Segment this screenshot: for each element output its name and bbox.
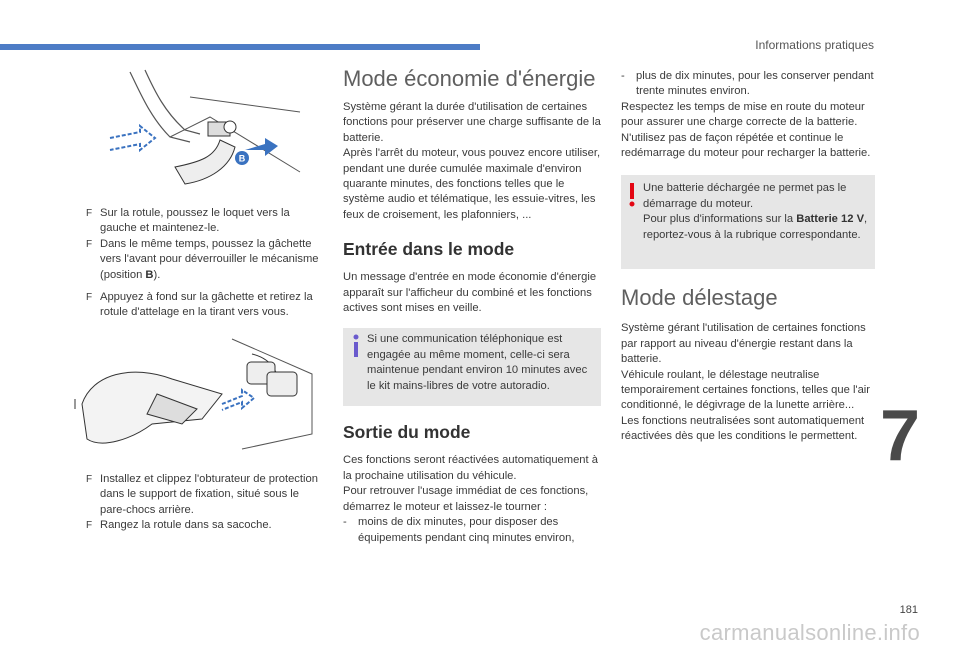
- list-item: F Sur la rotule, poussez le loquet vers …: [86, 207, 290, 235]
- paragraph: Système gérant l'utilisation de certaine…: [621, 322, 866, 366]
- towbar-release-figure: B: [109, 69, 301, 185]
- middle-column: Mode économie d'énergie Système gérant l…: [343, 66, 601, 546]
- bullet-icon: F: [86, 292, 93, 303]
- info-box: Si une communication téléphonique est en…: [343, 328, 601, 407]
- section-heading: Mode délestage: [621, 285, 778, 311]
- header-bar: [0, 44, 480, 50]
- list-item: F Appuyez à fond sur la gâchette et reti…: [86, 291, 313, 319]
- paragraph: Après l'arrêt du moteur, vous pouvez enc…: [343, 147, 601, 221]
- bullet-icon: F: [86, 474, 93, 485]
- section-heading: Mode économie d'énergie: [343, 66, 596, 91]
- cover-installation-figure: [74, 338, 313, 450]
- paragraph: Ces fonctions seront réactivées automati…: [343, 454, 598, 482]
- warning-box: Une batterie déchargée ne permet pas le …: [621, 175, 875, 270]
- position-b-label: B: [239, 154, 246, 164]
- instruction-list-3: F Installez et clippez l'obturateur de p…: [86, 472, 326, 534]
- subsection-heading: Entrée dans le mode: [343, 239, 515, 260]
- instruction-list-2: F Appuyez à fond sur la gâchette et reti…: [86, 290, 326, 321]
- watermark: carmanualsonline.info: [699, 620, 920, 645]
- section-title: Informations pratiques: [755, 38, 874, 52]
- paragraph: Respectez les temps de mise en route du …: [621, 100, 865, 129]
- list-item: F Dans le même temps, poussez la gâchett…: [86, 237, 319, 281]
- warning-icon: [629, 183, 635, 207]
- paragraph: Les fonctions neutralisées sont automati…: [621, 414, 865, 443]
- list-item: F Installez et clippez l'obturateur de p…: [86, 473, 318, 516]
- position-b-badge: [235, 151, 249, 165]
- paragraph: Système gérant la durée d'utilisation de…: [343, 101, 601, 144]
- instruction-list-1: F Sur la rotule, poussez le loquet vers …: [86, 206, 326, 283]
- list-item: F Rangez la rotule dans sa sacoche.: [86, 518, 326, 533]
- chapter-number: 7: [879, 396, 920, 476]
- page-number: 181: [899, 604, 918, 616]
- list-item: -plus de dix minutes, pour les conserver…: [621, 70, 874, 98]
- bullet-icon: F: [86, 520, 93, 532]
- bullet-icon: F: [86, 238, 93, 250]
- info-icon: [353, 334, 359, 358]
- list-item: -moins de dix minutes, pour disposer des…: [343, 516, 575, 544]
- paragraph: Véhicule roulant, le délestage neutralis…: [621, 368, 871, 412]
- right-column: -plus de dix minutes, pour les conserver…: [621, 69, 875, 445]
- paragraph: Pour retrouver l'usage immédiat de ces f…: [343, 485, 589, 513]
- paragraph: Un message d'entrée en mode économie d'é…: [343, 271, 597, 315]
- paragraph: N'utilisez pas de façon répétée et conti…: [621, 131, 871, 160]
- bullet-icon: F: [86, 208, 93, 219]
- subsection-heading: Sortie du mode: [343, 422, 471, 443]
